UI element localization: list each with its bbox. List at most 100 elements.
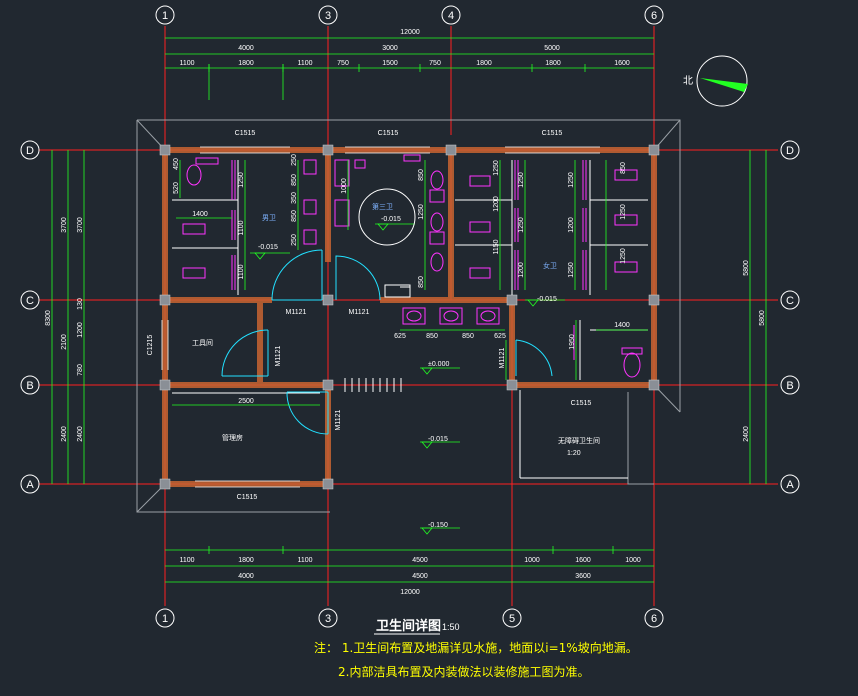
dim-w-col-1: 1250 bbox=[568, 172, 575, 188]
dim-third-1: 250 bbox=[291, 154, 298, 166]
window-c1515-1: C1515 bbox=[235, 130, 256, 137]
axis-bottom-6: 6 bbox=[651, 613, 657, 625]
columns bbox=[159, 144, 660, 490]
drawing-title: 卫生间详图 bbox=[376, 618, 441, 634]
dim-top-d-9: 1600 bbox=[614, 60, 630, 67]
dim-wl-5: 850 bbox=[418, 276, 425, 288]
axis-bottom-1: 1 bbox=[162, 613, 168, 625]
axis-bottom-3: 3 bbox=[325, 613, 331, 625]
axis-right-a: A bbox=[786, 479, 794, 491]
dim-right-total-2: 5800 bbox=[759, 310, 766, 326]
dim-bot-d-5: 1000 bbox=[524, 557, 540, 564]
dim-w-col-2: 1200 bbox=[568, 217, 575, 233]
dim-bot-d-7: 1000 bbox=[625, 557, 641, 564]
dim-bot-mid-3: 3600 bbox=[575, 573, 591, 580]
axis-left-b: B bbox=[26, 380, 33, 392]
dim-left-total: 8300 bbox=[45, 310, 52, 326]
dim-left-in-1: 3700 bbox=[77, 217, 84, 233]
dim-women-lower: 1950 bbox=[569, 334, 576, 350]
door-m1121-2: M1121 bbox=[349, 309, 370, 316]
dim-left-seg-2: 2100 bbox=[61, 334, 68, 350]
level-third: -0.015 bbox=[381, 216, 401, 223]
dim-sink-2: 850 bbox=[426, 333, 438, 340]
dim-sink-3: 850 bbox=[462, 333, 474, 340]
dim-left-seg-3: 2400 bbox=[61, 426, 68, 442]
third-bathroom-circle bbox=[358, 188, 416, 246]
note-2: 2.内部洁具布置及内装做法以装修施工图为准。 bbox=[338, 664, 589, 679]
axis-right-b: B bbox=[786, 380, 793, 392]
dim-wm-3: 1150 bbox=[493, 239, 500, 254]
doors bbox=[221, 249, 553, 435]
dim-mens-stall: 1400 bbox=[192, 211, 208, 218]
drawing-scale: 1:50 bbox=[442, 622, 460, 632]
room-tools: 工具间 bbox=[192, 339, 213, 347]
dim-bot-d-6: 1600 bbox=[575, 557, 591, 564]
dim-wm-4: 1250 bbox=[518, 172, 525, 188]
axis-lines bbox=[38, 26, 778, 606]
dim-mens-h-3: 1100 bbox=[238, 264, 245, 279]
dim-wm-1: 1250 bbox=[493, 160, 500, 176]
level-womens: -0.015 bbox=[537, 296, 557, 303]
dim-third-3: 850 bbox=[291, 174, 298, 186]
axis-top-4: 4 bbox=[448, 10, 454, 22]
dimension-lines bbox=[51, 37, 767, 583]
room-management: 管理房 bbox=[222, 433, 243, 442]
dim-wl-2: 1250 bbox=[418, 204, 425, 220]
dim-top-mid-2: 3000 bbox=[382, 45, 398, 52]
dim-top-mid-1: 4000 bbox=[238, 45, 254, 52]
dim-sink-4: 625 bbox=[494, 333, 506, 340]
axis-right-c: C bbox=[786, 295, 794, 307]
dim-left-in-5: 2400 bbox=[77, 426, 84, 442]
dim-right-lower: 2400 bbox=[743, 426, 750, 442]
dim-tool-w: 2500 bbox=[238, 398, 254, 405]
level-lobby: -0.015 bbox=[428, 436, 448, 443]
dim-sink-1: 625 bbox=[394, 333, 406, 340]
dim-bot-d-2: 1800 bbox=[238, 557, 254, 564]
dim-top-d-2: 1800 bbox=[238, 60, 254, 67]
dim-bot-total: 12000 bbox=[400, 589, 420, 596]
dim-mens-s-3: 520 bbox=[173, 182, 180, 194]
axis-bubbles bbox=[20, 5, 800, 628]
dim-mens-h-2: 1100 bbox=[238, 220, 245, 235]
dim-top-total: 12000 bbox=[400, 29, 420, 36]
dim-mens-h-1: 1250 bbox=[238, 172, 245, 188]
window-c1515-5: C1515 bbox=[571, 400, 592, 407]
dim-top-d-8: 1800 bbox=[545, 60, 561, 67]
dim-top-d-4: 750 bbox=[337, 60, 349, 67]
dim-left-seg-1: 3700 bbox=[61, 217, 68, 233]
dim-left-in-4: 780 bbox=[77, 364, 84, 376]
dim-wr-1: 850 bbox=[620, 162, 627, 174]
dim-wl-1: 850 bbox=[418, 169, 425, 181]
hall-grille bbox=[344, 378, 402, 392]
dim-bot-d-3: 1100 bbox=[297, 557, 312, 564]
fixtures bbox=[182, 154, 643, 378]
dim-top-mid-3: 5000 bbox=[544, 45, 560, 52]
windows bbox=[161, 146, 600, 488]
dim-wm-2: 1200 bbox=[493, 196, 500, 212]
dim-left-in-3: 1200 bbox=[77, 322, 84, 338]
dim-bot-d-4: 4500 bbox=[412, 557, 428, 564]
north-arrow: 北 bbox=[683, 55, 748, 107]
window-c1215: C1215 bbox=[147, 335, 154, 356]
room-third: 第三卫 bbox=[372, 202, 393, 211]
dim-third-4: 350 bbox=[291, 192, 298, 204]
dim-wm-6: 1200 bbox=[518, 262, 525, 278]
door-m1121-1: M1121 bbox=[286, 309, 307, 316]
dim-top-d-5: 1500 bbox=[382, 60, 398, 67]
room-detail-scale: 1:20 bbox=[567, 450, 581, 457]
dim-top-d-3: 1100 bbox=[297, 60, 312, 67]
axis-left-a: A bbox=[26, 479, 34, 491]
level-hall: ±0.000 bbox=[428, 361, 449, 368]
dim-wr-3: 1250 bbox=[620, 248, 627, 264]
room-detail-note: 无障碍卫生间 bbox=[558, 436, 600, 445]
axis-top-6: 6 bbox=[651, 10, 657, 22]
dim-womens-stall: 1400 bbox=[614, 322, 630, 329]
axis-left-c: C bbox=[26, 295, 34, 307]
dim-bot-d-1: 1100 bbox=[179, 557, 194, 564]
door-m1121-3: M1121 bbox=[275, 345, 282, 366]
level-outside: -0.150 bbox=[428, 522, 448, 529]
roof-outline bbox=[136, 119, 681, 513]
window-c1515-2: C1515 bbox=[378, 130, 399, 137]
dim-third-5: 850 bbox=[291, 210, 298, 222]
